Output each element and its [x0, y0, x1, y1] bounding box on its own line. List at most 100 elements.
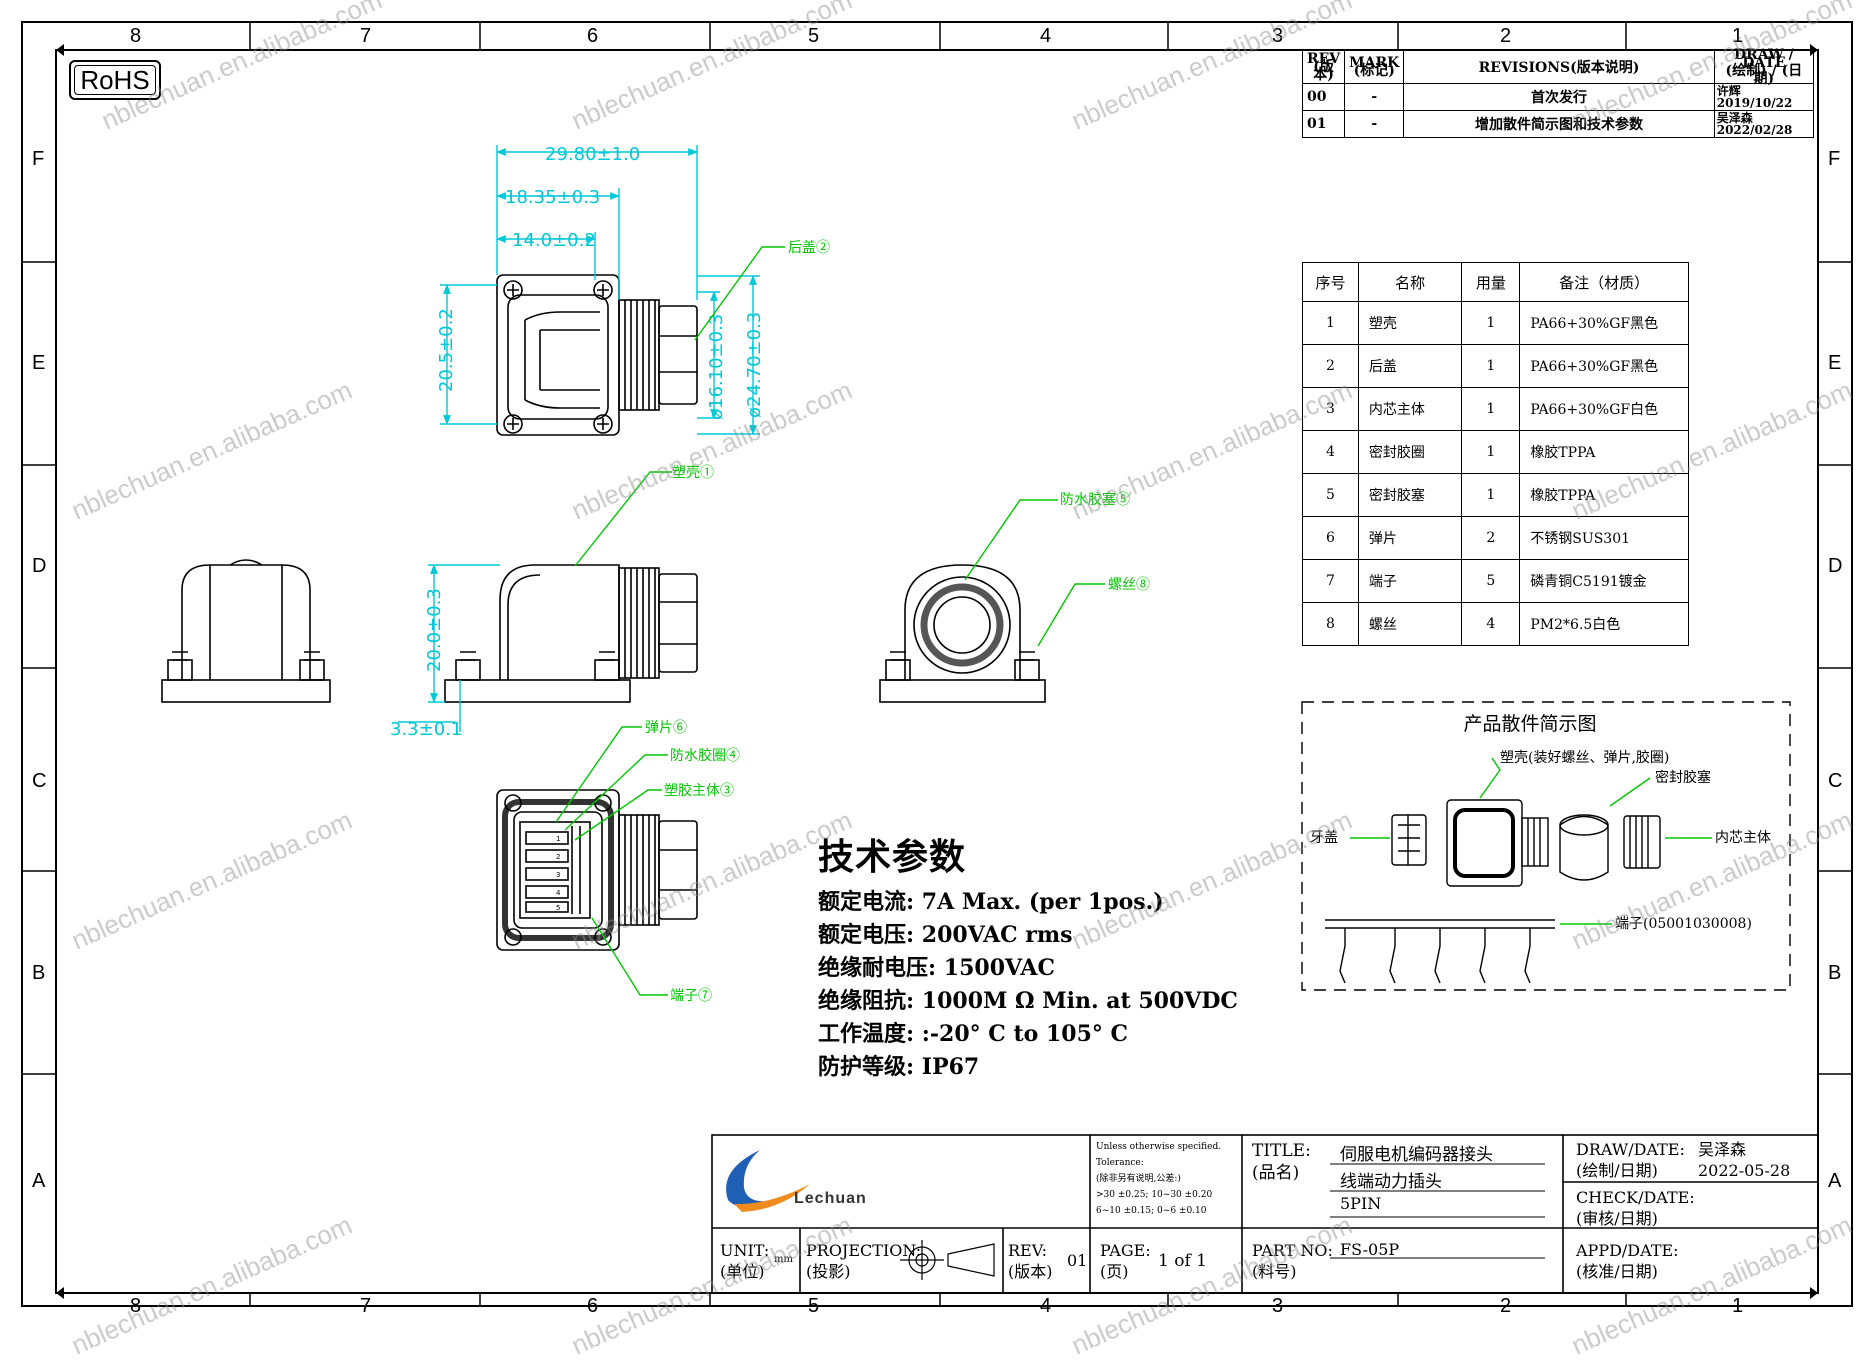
exploded-view-box: [1301, 701, 1791, 991]
bom-no: 5: [1302, 473, 1359, 517]
bom-no: 2: [1302, 344, 1359, 388]
callout-spring: 弹片⑥: [645, 720, 687, 736]
bom-material: PA66+30%GF黑色: [1519, 301, 1689, 345]
bom-no: 6: [1302, 516, 1359, 560]
tolerance-line: (除非另有说明,公差:): [1096, 1174, 1181, 1184]
zone-row-e: E: [32, 352, 46, 374]
terminal-strip: [1339, 928, 1531, 984]
tech-param-row: 防护等级: IP67: [818, 1054, 980, 1080]
appd-label-cn: (核准/日期): [1576, 1262, 1658, 1281]
zone-col-3-bottom: 3: [1272, 1295, 1284, 1317]
zone-row-e-right: E: [1828, 352, 1842, 374]
part-no-value: FS-05P: [1340, 1240, 1400, 1259]
tolerance-line: 6~10 ±0.15; 0~6 ±0.10: [1096, 1206, 1207, 1216]
exploded-plug-label: 密封胶塞: [1655, 769, 1711, 786]
bom-qty: 5: [1461, 559, 1521, 603]
pin-label: 4: [556, 889, 561, 897]
dim-height: 20.0±0.3: [424, 588, 445, 672]
title-block-frame: [711, 1134, 1819, 1294]
zone-col-2-bottom: 2: [1500, 1295, 1512, 1317]
exploded-terminal-label: 端子(05001030008): [1615, 916, 1752, 932]
unit-label-en: UNIT:: [720, 1241, 770, 1260]
zone-row-f: F: [32, 148, 45, 170]
rohs-mark: RoHS: [69, 60, 161, 100]
draw-label: DRAW/DATE: (绘制/日期): [1576, 1139, 1685, 1181]
dim-inner-diameter: ø16.10±0.3: [706, 314, 727, 420]
bom-name: 塑壳: [1357, 301, 1463, 345]
callout-seal-plug: 防水胶塞⑤: [1060, 491, 1130, 508]
part-no-label: PART NO: (料号): [1252, 1240, 1333, 1282]
zone-row-c-right: C: [1828, 770, 1843, 792]
zone-col-8: 8: [130, 25, 142, 47]
callout-shell: 塑壳①: [672, 464, 714, 481]
callout-terminal: 端子⑦: [670, 988, 712, 1004]
zone-col-2: 2: [1500, 25, 1512, 47]
page-value: 1 of 1: [1158, 1251, 1207, 1271]
draw-info: 吴泽森 2022-05-28: [1698, 1139, 1790, 1181]
product-title-1: 伺服电机编码器接头: [1340, 1145, 1493, 1165]
tolerance-notes: Unless otherwise specified. Tolerance: (…: [1096, 1139, 1221, 1219]
bom-name: 螺丝: [1357, 602, 1463, 646]
rev-date: 2019/10/22: [1716, 96, 1793, 110]
rev-description: 增加散件简示图和技术参数: [1403, 110, 1715, 138]
title-label-en: TITLE:: [1252, 1141, 1311, 1161]
bom-header-name: 名称: [1357, 262, 1463, 302]
bom-material: PA66+30%GF黑色: [1519, 344, 1689, 388]
projection-label-cn: (投影): [806, 1262, 851, 1281]
dim-outer-diameter: ø24.70±0.3: [744, 312, 765, 418]
bom-material: PA66+30%GF白色: [1519, 387, 1689, 431]
rev-label-en: REV:: [1008, 1241, 1048, 1260]
tech-param-row: 额定电流: 7A Max. (per 1pos.): [818, 889, 1164, 915]
rev-drawer: 吴泽森: [1716, 111, 1753, 125]
pin-label: 1: [556, 835, 560, 843]
rev-date: 2022/02/28: [1716, 123, 1793, 137]
bom-name: 内芯主体: [1357, 387, 1463, 431]
connector-drawing: 1 2 3 4 5 29.80±1.0 18.35±0.3 14.0±0.2 2…: [161, 144, 1791, 1004]
bom-material: 不锈钢SUS301: [1519, 516, 1689, 560]
rev-value: 01: [1067, 1251, 1088, 1270]
dim-flange-thickness: 3.3±0.1: [390, 719, 462, 740]
zone-col-4-bottom: 4: [1040, 1295, 1052, 1317]
tech-param-row: 工作温度: :-20° C to 105° C: [818, 1021, 1129, 1047]
appd-label: APPD/DATE: (核准/日期): [1576, 1240, 1679, 1282]
part-no-label-cn: (料号): [1252, 1262, 1297, 1281]
zone-col-8-bottom: 8: [130, 1295, 142, 1317]
company-name: Lechuan: [794, 1190, 867, 1207]
zone-col-6-bottom: 6: [587, 1295, 599, 1317]
projection-label-en: PROJECTION:: [806, 1241, 922, 1260]
end-view: [879, 564, 1046, 703]
tech-param-row: 额定电压: 200VAC rms: [818, 922, 1073, 948]
zone-col-1: 1: [1732, 25, 1744, 47]
bom-header-no: 序号: [1302, 262, 1359, 302]
projection-label: PROJECTION: (投影): [806, 1240, 921, 1282]
rev-header: REV (版本): [1301, 50, 1346, 84]
mark-header: MARK (标记): [1344, 50, 1405, 84]
callout-seal-ring: 防水胶圈④: [670, 747, 740, 764]
zone-col-7-bottom: 7: [360, 1295, 372, 1317]
bom-material: PM2*6.5白色: [1519, 602, 1689, 646]
zone-col-3: 3: [1272, 25, 1284, 47]
bom-name: 弹片: [1357, 516, 1463, 560]
rev-drawer: 许辉: [1716, 84, 1741, 98]
tolerance-line: >30 ±0.25; 10~30 ±0.20: [1096, 1190, 1213, 1200]
exploded-cap-label: 牙盖: [1310, 830, 1338, 846]
tech-params: 技术参数 额定电流: 7A Max. (per 1pos.) 额定电压: 200…: [818, 828, 1238, 1084]
product-title-2: 线端动力插头: [1340, 1172, 1442, 1192]
zone-row-b-right: B: [1828, 962, 1842, 984]
zone-row-d: D: [32, 555, 47, 577]
rev-number: 01: [1301, 110, 1346, 138]
rohs-text: RoHS: [74, 65, 156, 95]
zone-col-6: 6: [587, 25, 599, 47]
page-label-cn: (页): [1100, 1262, 1129, 1281]
unit-label-cn: (单位): [720, 1262, 765, 1281]
zone-row-c: C: [32, 770, 47, 792]
revisions-header: REVISIONS(版本说明): [1403, 50, 1715, 84]
dim-width: 20.5±0.2: [436, 308, 457, 392]
projection-symbol-icon: [900, 1240, 995, 1280]
